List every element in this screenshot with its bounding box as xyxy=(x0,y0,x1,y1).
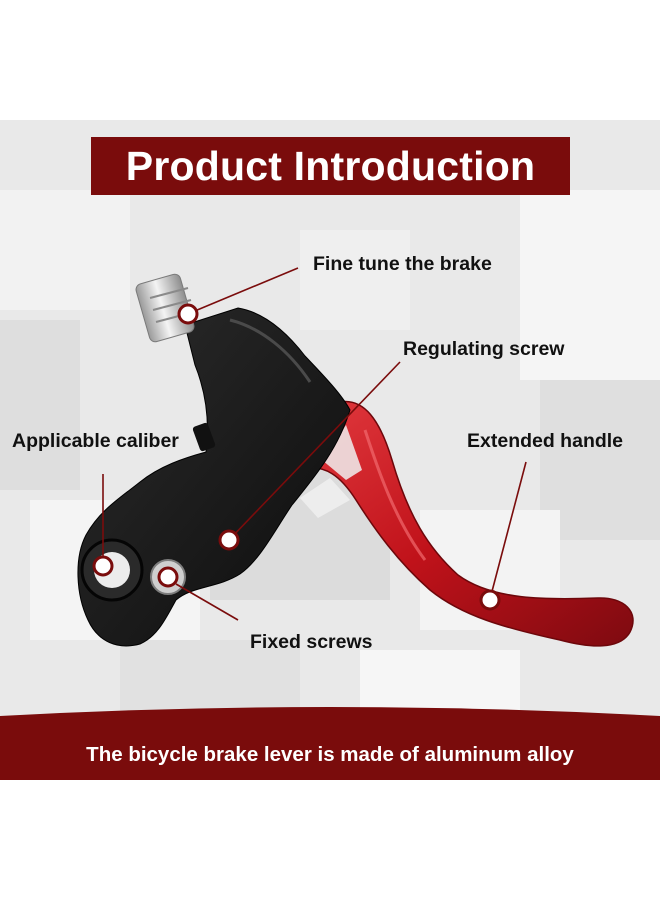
red-lever-arm xyxy=(295,400,634,647)
bg-tile xyxy=(0,190,130,310)
marker-fine-tune xyxy=(177,303,199,325)
adjuster-barrel xyxy=(135,273,195,343)
label-regulating-screw: Regulating screw xyxy=(403,338,565,360)
label-fixed-screws: Fixed screws xyxy=(250,631,373,653)
marker-extended-handle xyxy=(479,589,501,611)
leader-fixed-screws xyxy=(175,583,239,621)
leader-regulating-screw xyxy=(228,361,401,541)
black-lever-body xyxy=(77,307,351,647)
bg-tile xyxy=(540,380,660,540)
bg-tile xyxy=(0,320,80,490)
marker-applicable-caliber xyxy=(92,555,114,577)
bg-tile xyxy=(520,190,660,380)
page-title: Product Introduction xyxy=(91,137,570,195)
label-fine-tune: Fine tune the brake xyxy=(313,253,492,275)
bg-tile xyxy=(300,230,410,330)
footer-caption: The bicycle brake lever is made of alumi… xyxy=(86,743,574,766)
marker-regulating-screw xyxy=(218,529,240,551)
label-applicable-caliber: Applicable caliber xyxy=(12,430,179,452)
leader-fine-tune xyxy=(189,267,299,314)
label-extended-handle: Extended handle xyxy=(467,430,624,452)
leader-extended-handle xyxy=(489,461,527,600)
footer-band xyxy=(0,707,660,780)
marker-fixed-screws xyxy=(157,566,179,588)
callout-lines xyxy=(102,267,527,621)
callout-markers xyxy=(92,303,501,611)
